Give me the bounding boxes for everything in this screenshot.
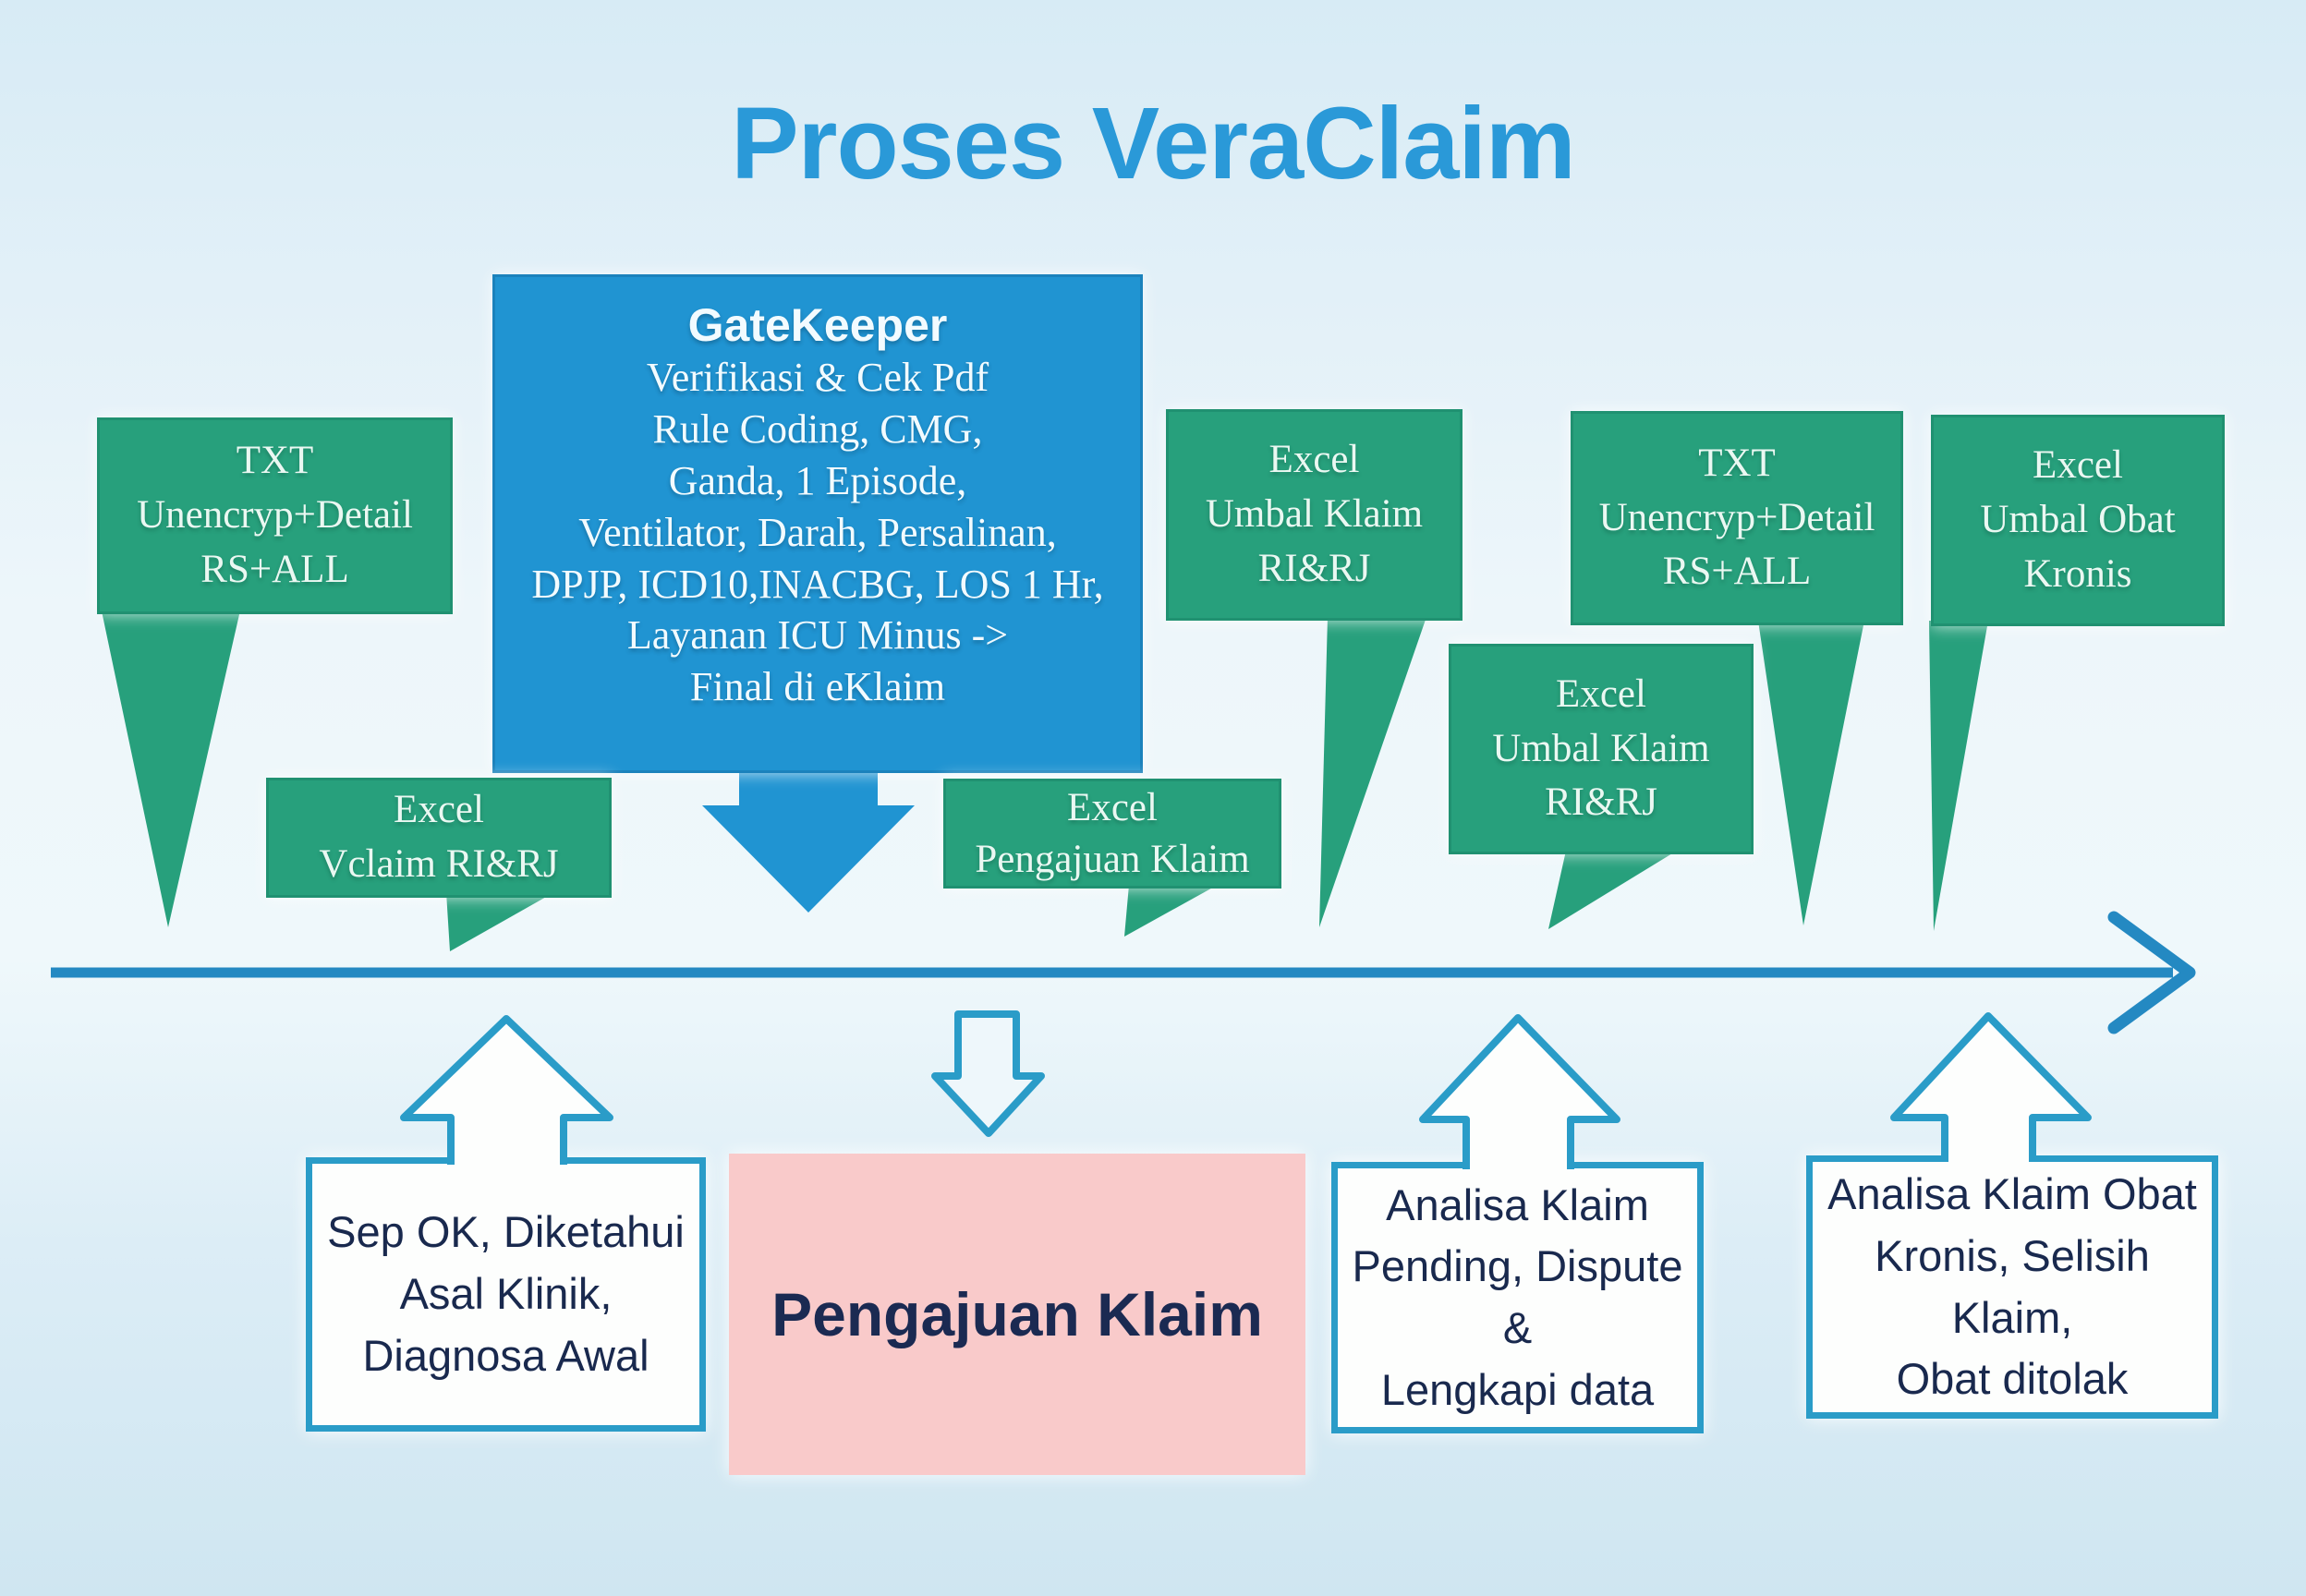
callout-line: Unencryp+Detail bbox=[1598, 495, 1875, 539]
up-arrow-icon bbox=[1419, 1014, 1620, 1169]
gatekeeper-line: Ventilator, Darah, Persalinan, bbox=[578, 509, 1057, 555]
gatekeeper-line: Rule Coding, CMG, bbox=[652, 405, 983, 452]
tail-umbal-klaim-1 bbox=[1319, 617, 1426, 927]
up-arrow-icon bbox=[1890, 1012, 2092, 1162]
gatekeeper-line: Layanan ICU Minus -> bbox=[626, 612, 1009, 659]
panel-line: Sep OK, Diketahui bbox=[327, 1207, 685, 1257]
down-arrow-icon bbox=[931, 1010, 1045, 1137]
panel-line: Lengkapi data bbox=[1380, 1364, 1655, 1414]
panel-pengajuan-klaim: Pengajuan Klaim bbox=[729, 1154, 1305, 1475]
callout-line: Umbal Klaim bbox=[1205, 492, 1424, 537]
tail-txt-left bbox=[100, 602, 242, 927]
callout-txt-left: TXT Unencryp+Detail RS+ALL bbox=[97, 417, 453, 614]
callout-line: Umbal Obat bbox=[1980, 498, 2176, 542]
gatekeeper-line: Final di eKlaim bbox=[689, 664, 946, 710]
panel-line: Analisa Klaim Obat bbox=[1827, 1169, 2197, 1219]
gatekeeper-line: Ganda, 1 Episode, bbox=[668, 457, 967, 503]
panel-line: Obat ditolak bbox=[1896, 1354, 2129, 1404]
callout-line: Excel bbox=[1556, 671, 1646, 716]
up-arrow-icon bbox=[400, 1015, 613, 1165]
gatekeeper-line: Verifikasi & Cek Pdf bbox=[646, 355, 989, 400]
panel-analisa-obat: Analisa Klaim Obat Kronis, Selisih Klaim… bbox=[1806, 1155, 2218, 1419]
callout-line: Vclaim RI&RJ bbox=[319, 842, 559, 886]
tail-pengajuan-excel bbox=[1124, 885, 1218, 937]
callout-line: TXT bbox=[1698, 441, 1776, 485]
panel-line: Analisa Klaim bbox=[1386, 1179, 1649, 1229]
page-title: Proses VeraClaim bbox=[731, 87, 1575, 200]
callout-txt-right: TXT Unencryp+Detail RS+ALL bbox=[1571, 411, 1903, 625]
callout-line: Pengajuan Klaim bbox=[975, 837, 1250, 881]
callout-line: Unencryp+Detail bbox=[137, 493, 413, 538]
callout-umbal-obat: Excel Umbal Obat Kronis bbox=[1931, 415, 2225, 626]
callout-line: Excel bbox=[394, 788, 484, 832]
callout-line: Excel bbox=[2033, 443, 2123, 488]
panel-line: Kronis, Selisih Klaim, bbox=[1875, 1230, 2150, 1342]
callout-line: RI&RJ bbox=[1257, 546, 1371, 590]
gatekeeper-line: DPJP, ICD10,INACBG, LOS 1 Hr, bbox=[531, 561, 1104, 607]
tail-umbal-klaim-2 bbox=[1548, 851, 1677, 929]
callout-line: Excel bbox=[1067, 786, 1158, 830]
gatekeeper-down-arrow-icon bbox=[702, 762, 915, 913]
callout-line: Kronis bbox=[2023, 551, 2132, 596]
panel-label: Pengajuan Klaim bbox=[771, 1280, 1263, 1348]
callout-line: RI&RJ bbox=[1545, 780, 1657, 825]
panel-analisa-klaim: Analisa Klaim Pending, Dispute & Lengkap… bbox=[1331, 1162, 1704, 1433]
gatekeeper-box: GateKeeper Verifikasi & Cek Pdf Rule Cod… bbox=[492, 274, 1143, 773]
callout-line: TXT bbox=[236, 439, 314, 483]
tail-txt-right bbox=[1758, 621, 1864, 925]
callout-line: Excel bbox=[1268, 438, 1360, 482]
callout-umbal-klaim-1: Excel Umbal Klaim RI&RJ bbox=[1166, 409, 1462, 621]
callout-line: RS+ALL bbox=[200, 547, 349, 591]
panel-line: Asal Klinik, bbox=[399, 1269, 613, 1319]
callout-umbal-klaim-2: Excel Umbal Klaim RI&RJ bbox=[1449, 644, 1754, 854]
callout-pengajuan-excel: Excel Pengajuan Klaim bbox=[943, 779, 1281, 889]
panel-line: Pending, Dispute & bbox=[1352, 1241, 1683, 1352]
callout-line: RS+ALL bbox=[1662, 550, 1812, 594]
callout-line: Umbal Klaim bbox=[1492, 726, 1710, 770]
gatekeeper-title: GateKeeper bbox=[687, 299, 948, 351]
timeline-arrowhead-icon bbox=[2107, 911, 2196, 1034]
panel-line: Diagnosa Awal bbox=[362, 1330, 649, 1380]
tail-umbal-obat bbox=[1929, 621, 1988, 931]
callout-vclaim: Excel Vclaim RI&RJ bbox=[266, 778, 612, 898]
tail-vclaim bbox=[446, 892, 554, 951]
panel-sep-ok: Sep OK, Diketahui Asal Klinik, Diagnosa … bbox=[306, 1157, 706, 1432]
